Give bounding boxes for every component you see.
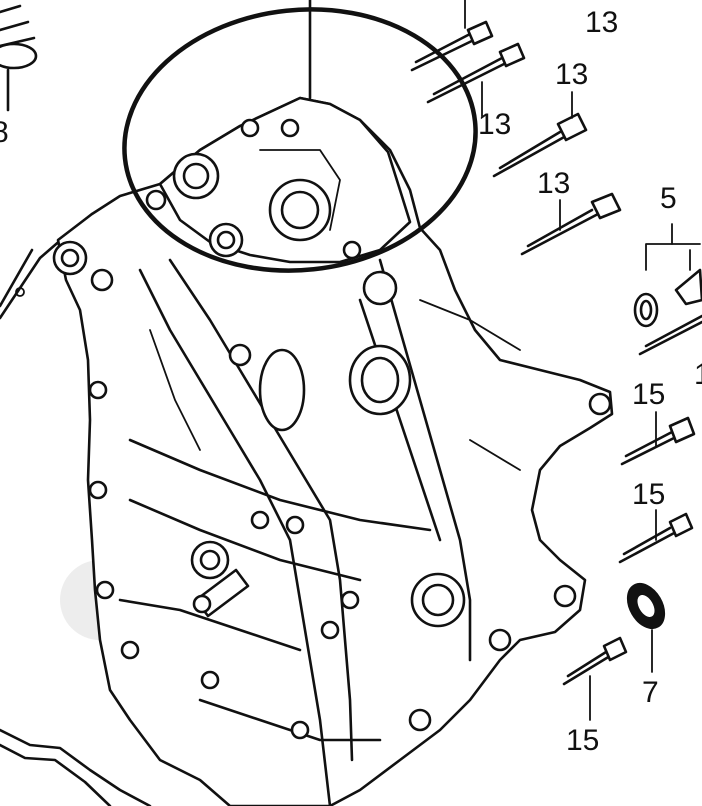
callout-labels: 13 13 13 13 5 1 15 15 7 15 8 [0,6,702,757]
callout-1: 1 [694,358,702,391]
callout-13-lower: 13 [537,167,570,200]
callout-15-c: 15 [566,724,599,757]
bolt-13-d [520,192,622,256]
callout-5: 5 [660,182,677,215]
callout-15-b: 15 [632,478,665,511]
bolt-13-c [492,91,588,178]
upper-housing [145,96,412,264]
crankcase-body [52,96,614,806]
callout-13-right: 13 [555,58,588,91]
part-7-seal [626,582,666,673]
bolt-15-b [618,509,694,564]
bolt-15-a [620,411,696,466]
callout-13-mid: 13 [478,108,511,141]
part-5-group [633,223,702,328]
highlight-circle [122,7,478,273]
bolt-13-a [410,0,494,72]
callout-7: 7 [642,676,659,709]
bolt-13-b [426,42,526,117]
bolt-15-c [562,636,628,721]
callout-15-a: 15 [632,378,665,411]
gasket-outline [0,212,152,806]
bolt-1 [638,314,702,356]
callout-13-top: 13 [585,6,618,39]
callout-8: 8 [0,116,9,149]
part-8-spring [0,4,38,112]
